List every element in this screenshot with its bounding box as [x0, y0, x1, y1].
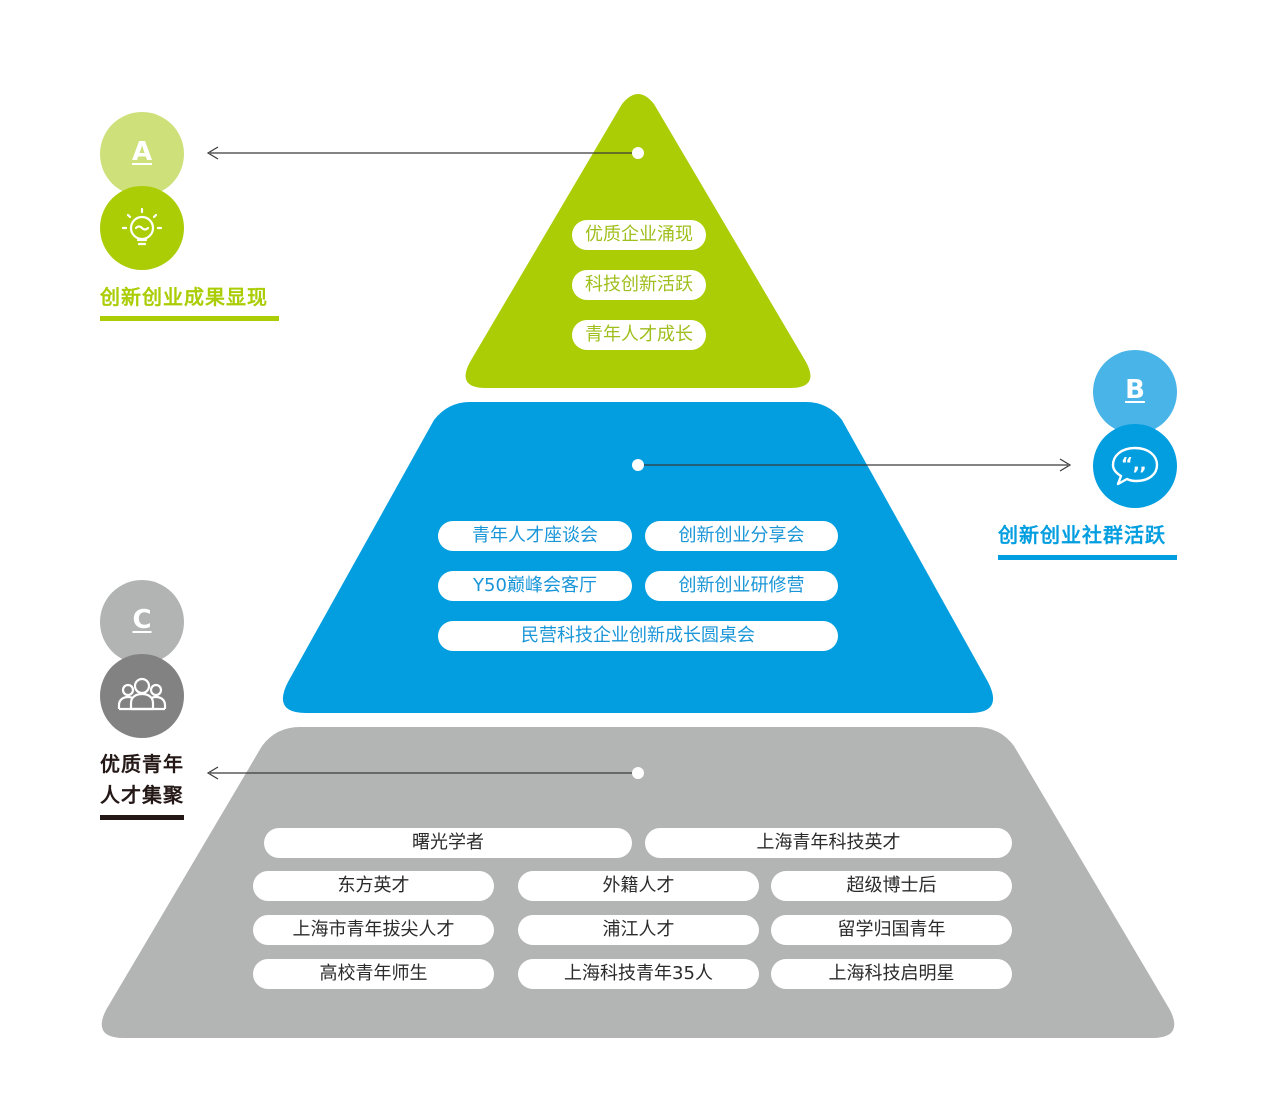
lightbulb-icon [121, 207, 163, 246]
connector-dot-a [632, 147, 644, 159]
middle-tier-item: 民营科技企业创新成长圆桌会 [438, 621, 838, 651]
badge-c-icon-circle [100, 654, 184, 738]
badge-b-letter: B [1125, 375, 1145, 405]
arrowhead-c [206, 766, 219, 780]
bottom-tier-item: 上海青年科技英才 [645, 828, 1012, 858]
tier-c-label-line1: 优质青年 [100, 752, 184, 776]
bottom-tier-item: 留学归国青年 [771, 915, 1012, 945]
top-tier-item: 科技创新活跃 [572, 270, 706, 300]
arrowhead-b [1059, 458, 1072, 472]
svg-text:“,,: “,, [1121, 454, 1147, 475]
bottom-tier-item: 超级博士后 [771, 871, 1012, 901]
tier-b-underline [998, 555, 1177, 560]
bottom-tier-item: 高校青年师生 [253, 959, 494, 989]
connector-dot-c [632, 767, 644, 779]
tier-b-label: 创新创业社群活跃 [998, 523, 1166, 547]
tier-a-label: 创新创业成果显现 [100, 285, 268, 309]
middle-tier-item: 创新创业分享会 [645, 521, 838, 551]
bottom-tier-item: 上海科技启明星 [771, 959, 1012, 989]
arrowhead-a [206, 146, 219, 160]
bottom-tier-item: 浦江人才 [518, 915, 759, 945]
badge-a-circle: A [100, 112, 184, 196]
tier-c-underline [100, 815, 184, 820]
people-group-icon [117, 677, 167, 711]
tier-a-underline [100, 316, 279, 321]
badge-a-letter: A [131, 137, 153, 167]
badge-b-icon-circle: “,, [1093, 424, 1177, 508]
middle-tier-item: 青年人才座谈会 [438, 521, 632, 551]
middle-tier-item: Y50巅峰会客厅 [438, 571, 632, 601]
bottom-tier-item: 曙光学者 [264, 828, 632, 858]
pyramid-middle-tier [282, 402, 994, 713]
badge-a-icon-circle [100, 186, 184, 270]
badge-c-letter: C [132, 605, 152, 635]
badge-c-circle: C [100, 580, 184, 664]
bottom-tier-item: 东方英才 [253, 871, 494, 901]
connector-dot-b [632, 459, 644, 471]
speech-bubble-icon: “,, [1111, 446, 1159, 486]
bottom-tier-item: 外籍人才 [518, 871, 759, 901]
bottom-tier-item: 上海科技青年35人 [518, 959, 759, 989]
tier-c-label-line2: 人才集聚 [100, 783, 184, 807]
top-tier-item: 优质企业涌现 [572, 220, 706, 250]
middle-tier-item: 创新创业研修营 [645, 571, 838, 601]
bottom-tier-item: 上海市青年拔尖人才 [253, 915, 494, 945]
top-tier-item: 青年人才成长 [572, 320, 706, 350]
badge-b-circle: B [1093, 350, 1177, 434]
